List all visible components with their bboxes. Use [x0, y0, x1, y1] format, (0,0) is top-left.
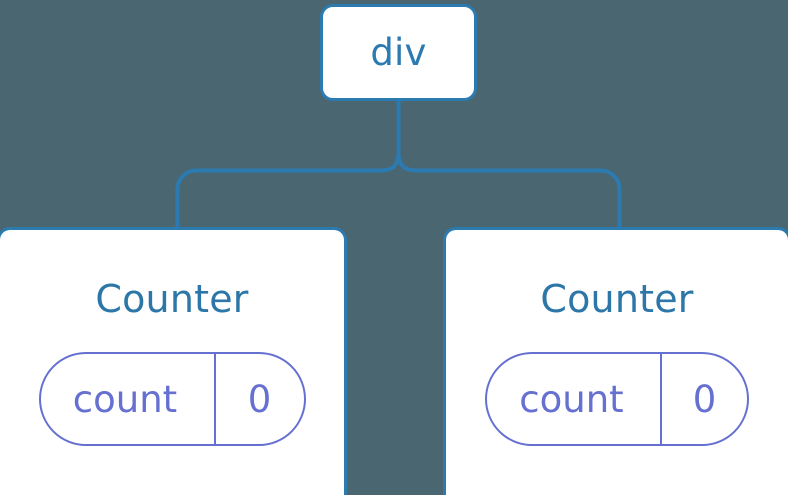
connector-branch-left [175, 151, 401, 229]
node-div-label: div [370, 31, 427, 74]
node-counter-0-title: Counter [95, 277, 249, 321]
node-counter-0[interactable]: Counter count 0 [0, 227, 347, 495]
state-key-counter-1: count [519, 377, 624, 421]
state-value-counter-0: 0 [213, 354, 304, 444]
state-key-counter-0: count [72, 377, 178, 421]
node-counter-1-title: Counter [540, 277, 694, 321]
state-pill-counter-0[interactable]: count 0 [38, 352, 306, 446]
node-div[interactable]: div [320, 4, 477, 101]
connector-branch-right [396, 151, 622, 229]
state-value-counter-1: 0 [660, 354, 747, 444]
state-pill-counter-1[interactable]: count 0 [485, 352, 749, 446]
node-counter-1[interactable]: Counter count 0 [443, 227, 788, 495]
